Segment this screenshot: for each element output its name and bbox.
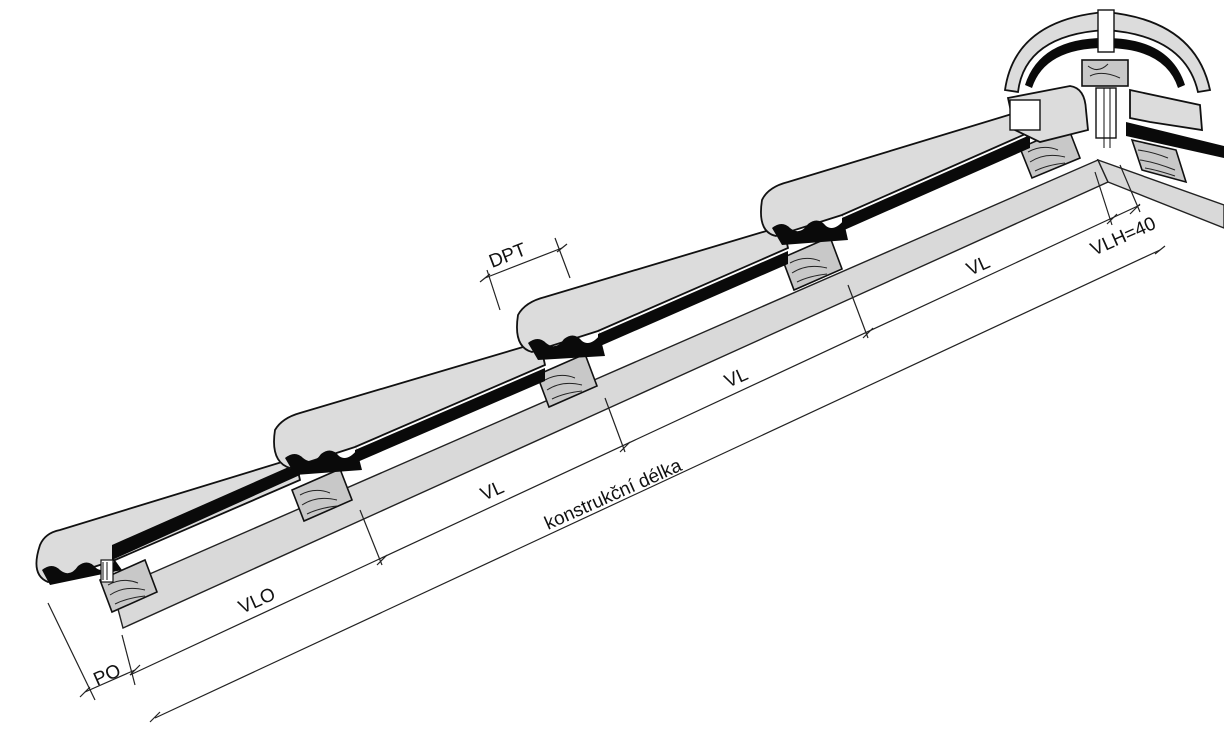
eaves-clip	[100, 559, 114, 583]
tile-1	[35, 456, 302, 585]
rafter-left	[112, 159, 1109, 629]
label-vl-3: VL	[963, 252, 993, 281]
batten-4	[780, 235, 844, 292]
tile-ridge-right	[1126, 88, 1224, 158]
label-vlh: VLH=40	[1087, 213, 1159, 260]
tile-2	[273, 340, 547, 475]
batten-2	[290, 467, 354, 523]
dimensions	[47, 164, 1166, 723]
tile-4	[760, 108, 1032, 245]
tile-5	[1006, 85, 1089, 143]
rafter-right	[1096, 158, 1224, 229]
ridge-cap	[1003, 9, 1212, 148]
label-po: PO	[90, 660, 124, 690]
tile-3	[516, 224, 790, 360]
label-vlo: VLO	[235, 584, 278, 619]
batten-3	[535, 352, 599, 409]
label-dpt: DPT	[486, 239, 529, 272]
roof-tiles	[35, 85, 1224, 585]
label-construction-length: konstrukční délka	[541, 455, 685, 534]
batten-eaves	[98, 558, 159, 614]
ridge-batten	[1081, 59, 1129, 87]
batten-ridge-right	[1130, 138, 1188, 184]
rafter	[112, 158, 1224, 629]
